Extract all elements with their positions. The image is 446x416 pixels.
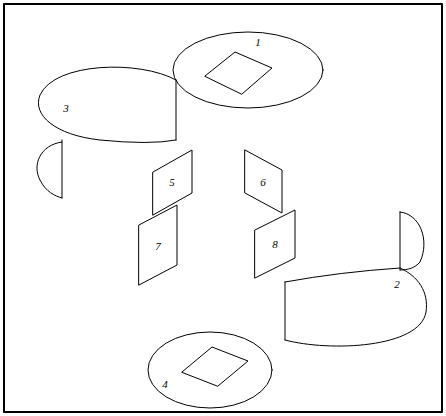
callout-number: 2 — [394, 278, 400, 290]
right-band-edge — [285, 282, 286, 340]
frame-border — [4, 4, 442, 412]
left-band-edge — [176, 80, 177, 140]
plate — [255, 210, 295, 278]
callout-number: 4 — [162, 378, 168, 390]
callout-number: 6 — [260, 176, 266, 188]
right-band-end — [400, 212, 424, 270]
right-band — [285, 268, 426, 346]
bottom-square-hole — [182, 347, 248, 386]
callout-number: 1 — [255, 36, 261, 48]
callout-number: 7 — [155, 240, 161, 252]
plate — [153, 150, 192, 215]
plate — [139, 205, 177, 285]
top-square-hole — [205, 52, 272, 94]
left-band — [38, 67, 176, 142]
callout-number: 8 — [272, 238, 278, 250]
bottom-disc — [148, 332, 272, 408]
right-band-edge — [400, 212, 401, 270]
callout-number: 5 — [169, 176, 175, 188]
callout-number: 3 — [63, 102, 69, 114]
left-band-edge — [62, 140, 63, 198]
plate — [245, 150, 282, 213]
left-band-end — [37, 142, 62, 198]
right-band — [285, 268, 400, 282]
top-disc — [173, 32, 323, 108]
